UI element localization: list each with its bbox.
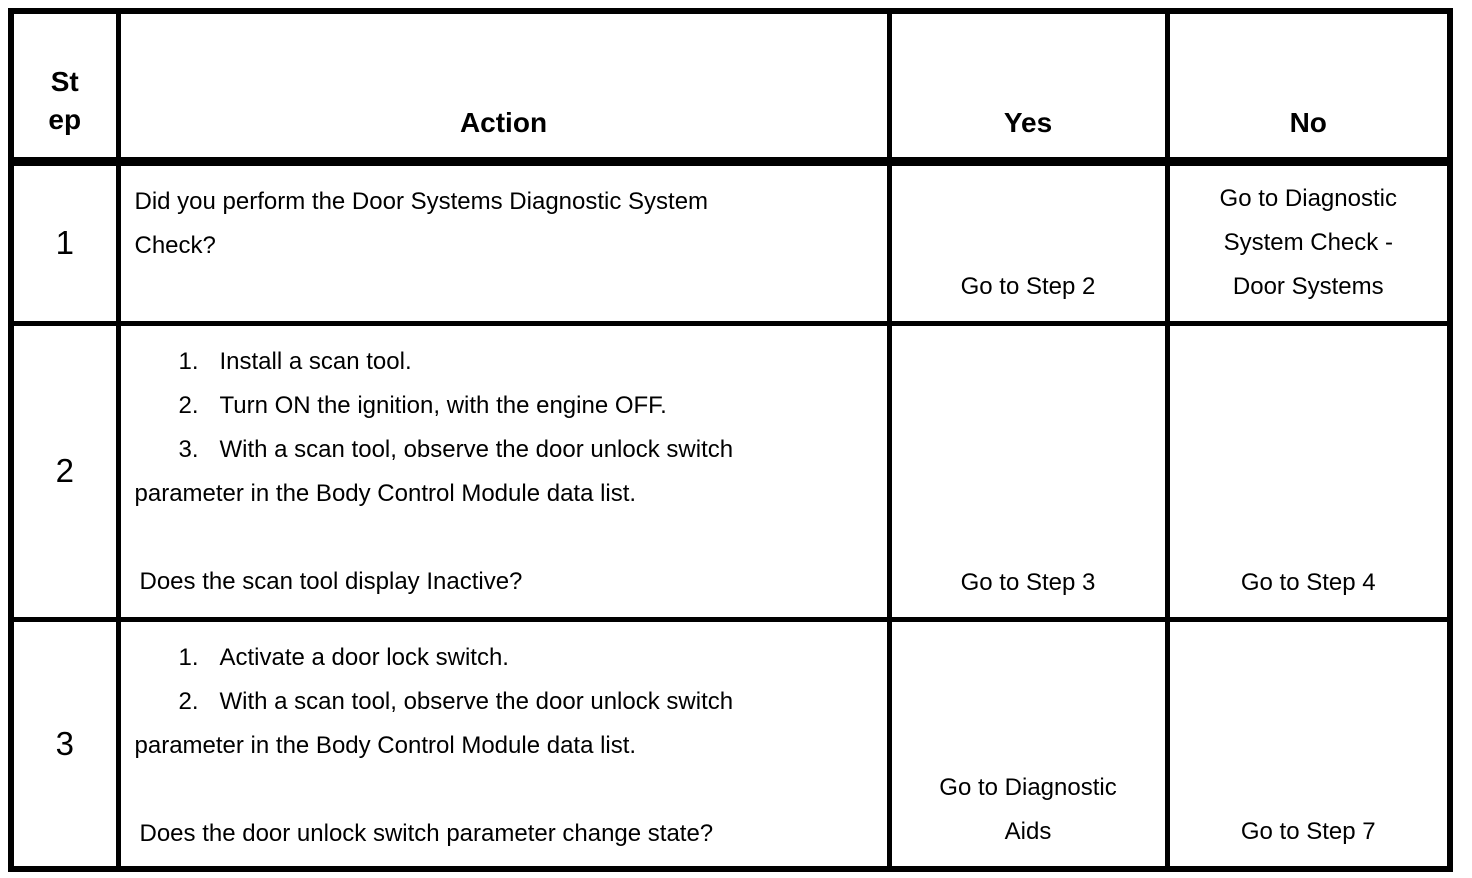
action-text-line: Check? bbox=[134, 231, 216, 259]
yes-result-line: Aids bbox=[1004, 818, 1052, 845]
table-row-step-2: 2 1. Install a scan tool. 2. Turn ON the i… bbox=[8, 320, 1453, 622]
col-header-step: St ep bbox=[8, 8, 121, 166]
no-result-line: Door Systems bbox=[1232, 272, 1384, 300]
spacer-line bbox=[135, 768, 873, 812]
no-result-line: Go to Diagnostic bbox=[1219, 184, 1397, 212]
list-item-text: With a scan tool, observe the door unloc… bbox=[219, 435, 734, 463]
action-list-item: 1. Activate a door lock switch. bbox=[135, 636, 873, 680]
col-header-no: No bbox=[1164, 8, 1453, 166]
yes-result-line: Go to Step 3 bbox=[960, 568, 1096, 596]
action-text-line: parameter in the Body Control Module dat… bbox=[134, 479, 637, 507]
action-text-line: Did you perform the Door Systems Diagnos… bbox=[134, 187, 709, 215]
action-question-line: Does the door unlock switch parameter ch… bbox=[139, 819, 714, 847]
no-result-line: Go to Step 7 bbox=[1240, 818, 1376, 845]
action-question-line: Does the scan tool display Inactive? bbox=[139, 567, 523, 595]
no-cell: Go to Step 7 bbox=[1164, 616, 1453, 872]
action-cell: 1. Activate a door lock switch. 2. With a … bbox=[115, 616, 892, 872]
action-list-item: 2. With a scan tool, observe the door unl… bbox=[135, 680, 873, 724]
action-cell: Did you perform the Door Systems Diagnos… bbox=[115, 158, 892, 326]
list-item-text: Turn ON the ignition, with the engine OF… bbox=[219, 391, 667, 419]
yes-cell: Go to Diagnostic Aids bbox=[886, 616, 1170, 872]
header-row: St ep Action Yes No bbox=[8, 8, 1453, 166]
list-item-number: 2. bbox=[178, 687, 199, 715]
yes-cell: Go to Step 3 bbox=[886, 320, 1170, 622]
col-header-action: Action bbox=[115, 8, 892, 166]
list-item-text: Install a scan tool. bbox=[219, 347, 412, 375]
list-item-number: 2. bbox=[178, 391, 199, 419]
action-cell: 1. Install a scan tool. 2. Turn ON the ign… bbox=[115, 320, 892, 622]
step-number-cell: 2 bbox=[8, 320, 121, 622]
yes-result-line: Go to Diagnostic bbox=[939, 774, 1117, 801]
spacer-line bbox=[135, 516, 873, 560]
step-number-cell: 1 bbox=[8, 158, 121, 326]
list-item-text: With a scan tool, observe the door unloc… bbox=[219, 687, 734, 715]
no-result-line: System Check - bbox=[1223, 228, 1393, 256]
action-list-item: 3. With a scan tool, observe the door unl… bbox=[135, 428, 873, 472]
col-header-yes: Yes bbox=[886, 8, 1170, 166]
step-header-label: St ep bbox=[18, 63, 112, 139]
action-list-item: 2. Turn ON the ignition, with the engine … bbox=[135, 384, 873, 428]
list-item-number: 1. bbox=[178, 643, 199, 671]
yes-result-line: Go to Step 2 bbox=[960, 272, 1096, 300]
step-number-cell: 3 bbox=[8, 616, 121, 872]
step-header-line-2: ep bbox=[48, 103, 82, 135]
no-result-line: Go to Step 4 bbox=[1240, 568, 1376, 596]
list-item-number: 1. bbox=[178, 347, 199, 375]
no-cell: Go to Step 4 bbox=[1164, 320, 1453, 622]
table-row-step-3: 3 1. Activate a door lock switch. 2. With … bbox=[8, 616, 1453, 872]
step-header-line-1: St bbox=[50, 65, 79, 97]
table-row-step-1: 1 Did you perform the Door Systems Diagn… bbox=[8, 158, 1453, 326]
no-cell: Go to Diagnostic System Check - Door Sys… bbox=[1164, 158, 1453, 326]
yes-cell: Go to Step 2 bbox=[886, 158, 1170, 326]
action-list-item: 1. Install a scan tool. bbox=[135, 340, 873, 384]
action-text-line: parameter in the Body Control Module dat… bbox=[134, 731, 637, 759]
list-item-number: 3. bbox=[178, 435, 199, 463]
diagnostic-steps-table: St ep Action Yes No 1 Did you perform th… bbox=[8, 8, 1453, 872]
list-item-text: Activate a door lock switch. bbox=[219, 643, 509, 671]
